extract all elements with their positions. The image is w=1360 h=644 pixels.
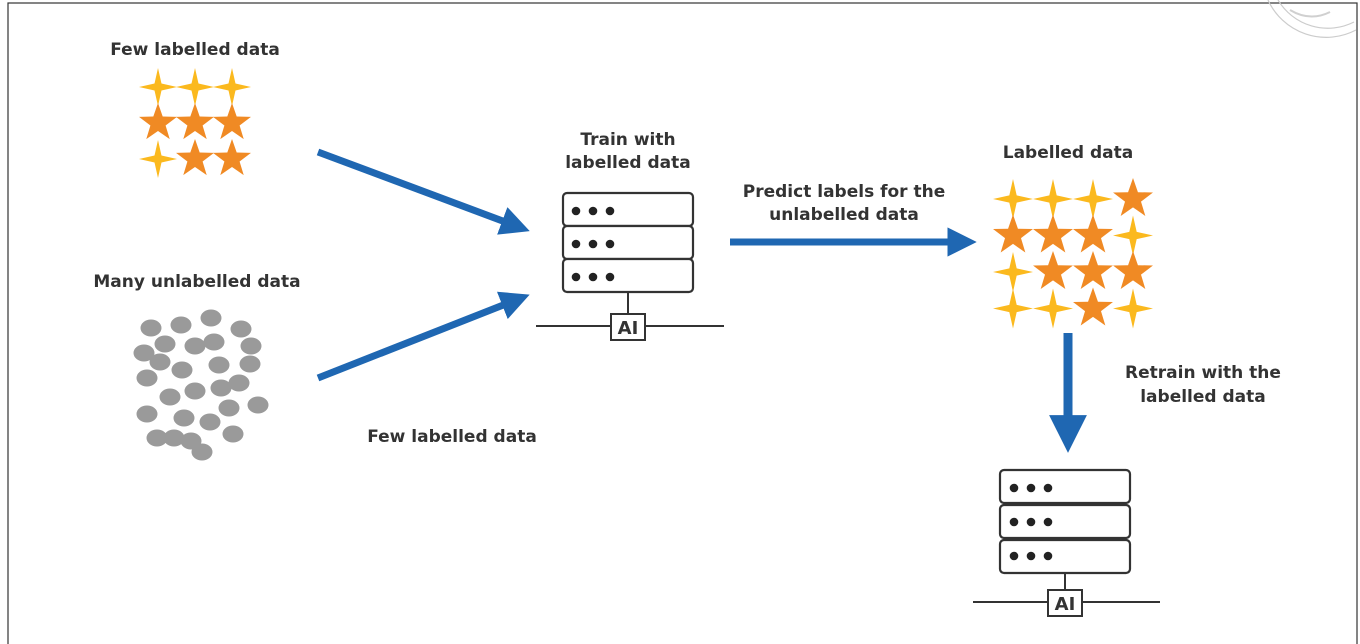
train-label-line2: labelled data [565, 153, 691, 173]
ai-label: AI [1055, 594, 1076, 615]
ai-box [1047, 589, 1083, 617]
server-unit [561, 257, 695, 294]
diagram-frame [7, 2, 1358, 644]
star-orange [1113, 251, 1153, 289]
unlabelled-dot [228, 374, 250, 392]
star-yellow [993, 252, 1033, 292]
unlabelled-dot [159, 388, 181, 406]
few-labelled-bottom-label: Few labelled data [367, 427, 537, 447]
star-yellow [1113, 215, 1153, 256]
arrow-few-to-train [316, 148, 530, 235]
server-unit [998, 468, 1132, 505]
star-yellow [1113, 288, 1153, 329]
few-labelled-top-label: Few labelled data [110, 40, 280, 60]
star-yellow [213, 68, 251, 106]
unlabelled-dots [133, 309, 269, 461]
star-orange [1073, 251, 1113, 289]
star-orange [1033, 214, 1073, 253]
labelled-data-label: Labelled data [1003, 143, 1134, 163]
predict-label-line1: Predict labels for the [743, 182, 946, 202]
unlabelled-dot [170, 316, 192, 334]
star-yellow [139, 68, 177, 106]
star-orange [176, 139, 214, 176]
retrain-label-line2: labelled data [1140, 387, 1266, 407]
unlabelled-dot [154, 335, 176, 353]
unlabelled-dot [230, 320, 252, 338]
unlabelled-dot [191, 443, 213, 461]
ai-server-bottom: AI [973, 468, 1160, 617]
star-yellow [1033, 288, 1073, 329]
star-orange [1033, 251, 1073, 289]
server-unit [561, 224, 695, 261]
unlabelled-dot [218, 399, 240, 417]
star-orange [139, 103, 177, 140]
unlabelled-dot [173, 409, 195, 427]
unlabelled-dot [203, 333, 225, 351]
star-yellow [993, 179, 1033, 219]
star-orange [176, 103, 214, 140]
star-orange [213, 139, 251, 176]
ai-box [610, 313, 646, 341]
unlabelled-dot [222, 425, 244, 443]
unlabelled-dot [163, 429, 185, 447]
server-unit [561, 191, 695, 228]
unlabelled-dot [149, 353, 171, 371]
unlabelled-dot [133, 344, 155, 362]
star-orange [213, 103, 251, 140]
ai-label: AI [618, 318, 639, 339]
unlabelled-dot [200, 309, 222, 327]
unlabelled-dot [184, 337, 206, 355]
unlabelled-dot [136, 405, 158, 423]
unlabelled-dot [146, 429, 168, 447]
predict-label-line2: unlabelled data [769, 205, 919, 225]
star-yellow [176, 68, 214, 106]
unlabelled-dot [247, 396, 269, 414]
ai-server-main: AI [536, 191, 724, 341]
unlabelled-dot [239, 355, 261, 373]
unlabelled-dot [171, 361, 193, 379]
star-orange [1073, 214, 1113, 253]
result-labelled-stars [993, 178, 1153, 329]
unlabelled-dot [184, 382, 206, 400]
unlabelled-dot [199, 413, 221, 431]
watermark-seal [1267, 0, 1357, 38]
star-orange [1073, 287, 1113, 326]
unlabelled-dot [210, 379, 232, 397]
train-label-line1: Train with [580, 130, 675, 150]
server-unit [998, 503, 1132, 540]
star-yellow [1073, 179, 1113, 219]
retrain-label-line1: Retrain with the [1125, 363, 1281, 383]
star-yellow [993, 288, 1033, 329]
server-unit [998, 538, 1132, 575]
unlabelled-dot [208, 356, 230, 374]
many-unlabelled-label: Many unlabelled data [93, 272, 300, 292]
star-yellow [139, 140, 177, 178]
star-yellow [1033, 179, 1073, 219]
unlabelled-dot [136, 369, 158, 387]
few-labelled-stars [139, 68, 251, 178]
star-orange [1113, 178, 1153, 216]
arrow-many-to-train [316, 291, 530, 382]
star-orange [993, 214, 1033, 253]
unlabelled-dot [140, 319, 162, 337]
unlabelled-dot [240, 337, 262, 355]
